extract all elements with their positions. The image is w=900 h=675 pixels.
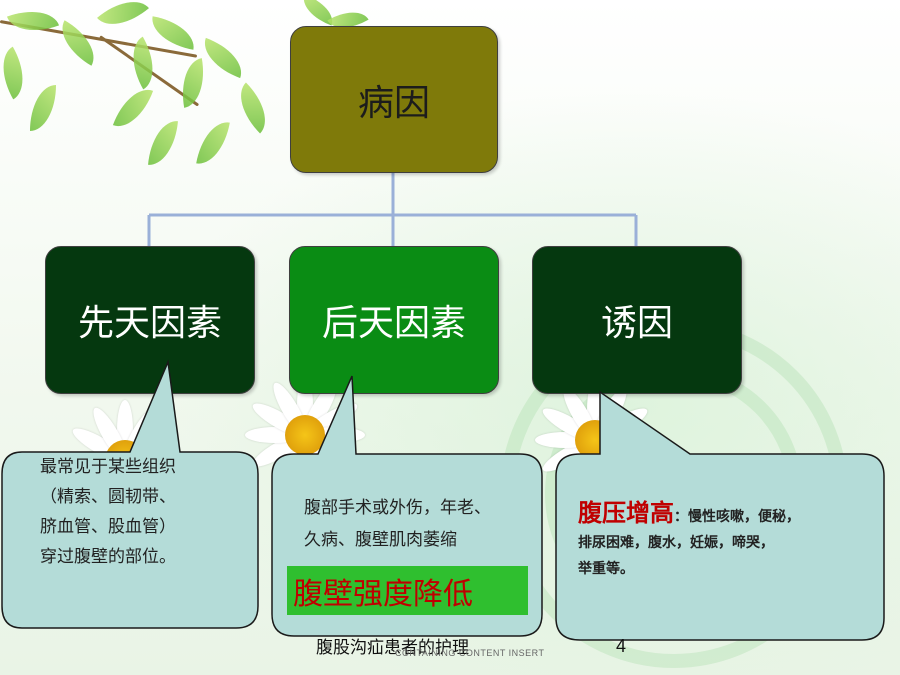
callout-line: 穿过腹壁的部位。	[40, 547, 176, 567]
callout-line: 腹部手术或外伤，年老、	[304, 498, 491, 518]
callout-line: 最常见于某些组织	[40, 457, 176, 477]
node-label: 先天因素	[77, 303, 222, 344]
footer-small-text: CONTAINING CONTENT INSERT	[395, 648, 545, 658]
highlight-weakened-abdominal-wall: 腹壁强度降低	[287, 566, 528, 615]
trigger-keyword: 腹压增高	[578, 498, 674, 527]
node-acquired-factors: 后天因素	[289, 246, 499, 394]
callout-acquired-text: 腹部手术或外伤，年老、 久病、腹壁肌肉萎缩	[304, 492, 544, 556]
callout-line: （精索、圆韧带、	[40, 487, 176, 507]
callout-shape-trigger	[555, 390, 885, 641]
root-node-cause: 病因	[290, 26, 498, 173]
page-number: 4	[616, 636, 627, 656]
callout-line: ：慢性咳嗽，便秘，	[674, 509, 800, 525]
callout-shape-congenital	[1, 359, 259, 629]
callout-line: 排尿困难，腹水，妊娠，啼哭，	[578, 535, 774, 551]
callout-trigger-text: 腹压增高：慢性咳嗽，便秘， 排尿困难，腹水，妊娠，啼哭， 举重等。	[578, 500, 888, 582]
callout-congenital-text: 最常见于某些组织 （精索、圆韧带、 脐血管、股血管） 穿过腹壁的部位。	[40, 452, 250, 572]
footer-title: 腹股沟疝患者的护理	[316, 638, 469, 658]
node-label: 诱因	[600, 303, 673, 344]
node-triggers: 诱因	[532, 246, 742, 394]
callout-line: 举重等。	[578, 561, 634, 577]
callout-line: 脐血管、股血管）	[40, 517, 176, 537]
node-congenital-factors: 先天因素	[45, 246, 255, 394]
callout-line: 久病、腹壁肌肉萎缩	[304, 530, 457, 550]
node-label: 后天因素	[321, 303, 466, 344]
root-node-label: 病因	[357, 82, 430, 124]
highlight-text: 腹壁强度降低	[293, 576, 473, 612]
